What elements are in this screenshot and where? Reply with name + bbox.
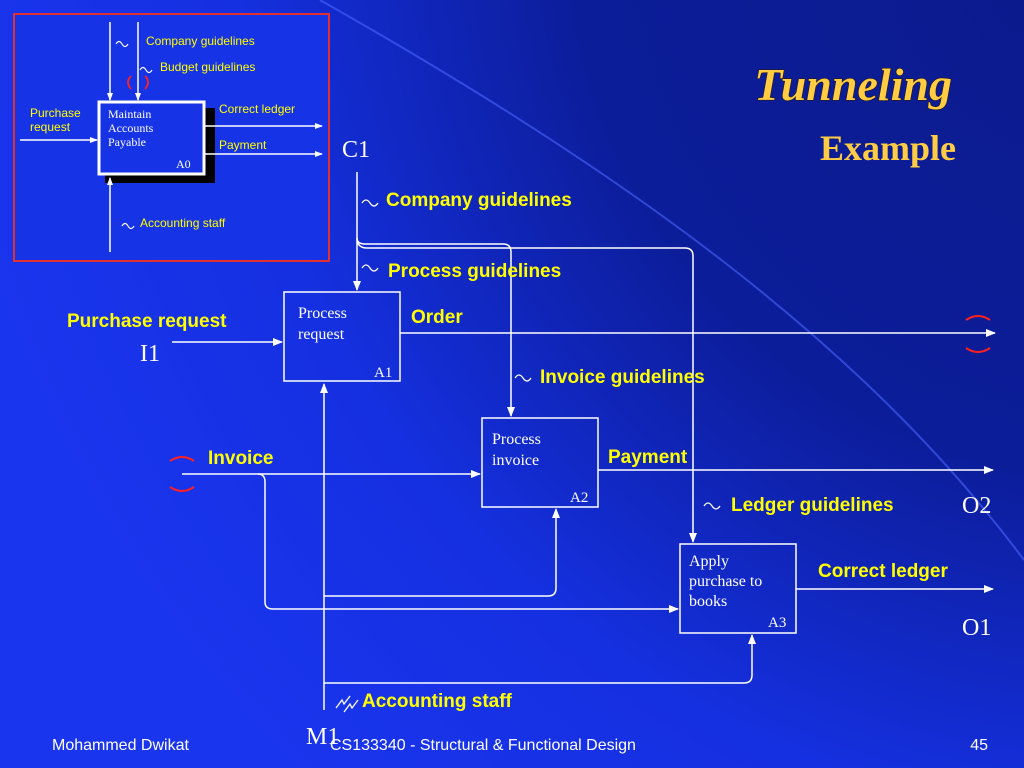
boundary-o1: O1 [962,615,991,641]
boundary-c1: C1 [342,137,370,163]
mechanism-line-a3 [324,634,756,684]
box-a1-id: A1 [374,365,392,381]
box-a1-line1: Process [298,305,347,322]
label-order: Order [411,307,463,328]
inset-box-id: A0 [176,157,191,171]
control-line-company-to-a3 [356,237,697,543]
footer-page-number: 45 [970,737,988,754]
slide-title: Tunneling [754,59,952,110]
svg-text:Apply purchase to book: Apply purchase to books [689,553,766,610]
box-a3-line1: Apply [689,553,729,570]
label-accounting-staff: Accounting staff [362,691,513,712]
inset-mechanism: Accounting staff [140,216,226,230]
boundary-i1: I1 [140,341,160,367]
inset-control-budget: Budget guidelines [160,60,255,74]
inset-box-line1: Maintain [108,107,151,121]
box-a2-id: A2 [570,490,588,506]
boundary-o2: O2 [962,493,991,519]
label-company-guidelines: Company guidelines [386,190,572,211]
inset-control-company: Company guidelines [146,34,255,48]
box-a1 [283,291,401,382]
inset-tunnel-right [144,75,149,90]
inset-tunnel-left [127,75,132,90]
box-a3-id: A3 [768,615,786,631]
label-purchase-request: Purchase request [67,311,227,332]
footer-course: CS133340 - Structural & Functional Desig… [330,737,636,754]
footer-author: Mohammed Dwikat [52,737,189,754]
inset-input-line2: request [30,120,71,134]
slide-subtitle: Example [820,128,956,168]
label-invoice-guidelines: Invoice guidelines [540,367,705,388]
inset-output-ledger: Correct ledger [219,102,295,116]
label-invoice: Invoice [208,448,273,469]
box-a2-line1: Process [492,431,541,448]
box-a2-line2: invoice [492,452,539,469]
inset-box-line2: Accounts [108,121,154,135]
control-line-to-a2 [356,237,515,417]
svg-text:Maintain Accounts: Maintain Accounts Payable [108,107,156,149]
tunnel-invoice-bottom [169,486,195,492]
box-a2 [481,417,599,508]
svg-text:Process invoice: Process invoice [492,431,545,469]
boundary-m1: M1 [306,724,339,750]
inset-output-payment: Payment [219,138,267,152]
label-correct-ledger: Correct ledger [818,561,948,582]
label-process-guidelines: Process guidelines [388,261,561,282]
tunnel-order-bottom [965,347,991,353]
svg-text:Process request: Process request [298,305,351,343]
squiggle-ledger [703,502,721,510]
label-payment: Payment [608,447,688,468]
mechanism-line-a2 [324,508,560,597]
inset-box-line3: Payable [108,135,146,149]
context-diagram-inset: Company guidelines Budget guidelines Mai… [13,13,330,262]
tunnel-order-top [965,315,991,321]
squiggle-process [361,264,379,272]
tunnel-invoice-top [169,456,195,462]
box-a3-line3: books [689,593,727,610]
inset-input-line1: Purchase [30,106,81,120]
squiggle-staff [335,695,359,713]
label-ledger-guidelines: Ledger guidelines [731,495,894,516]
box-a3-line2: purchase to [689,573,762,590]
inset-squiggle-3 [121,222,135,230]
squiggle-company [361,199,379,207]
svg-text:Purchase request: Purchase request [30,106,84,134]
inset-box-a0 [97,100,206,176]
background-arc [319,0,1024,561]
box-a1-line2: request [298,326,345,343]
input-line-invoice-to-a3 [257,473,679,613]
inset-squiggle-2 [139,66,153,74]
squiggle-invoice [514,374,532,382]
inset-squiggle-1 [115,40,129,48]
